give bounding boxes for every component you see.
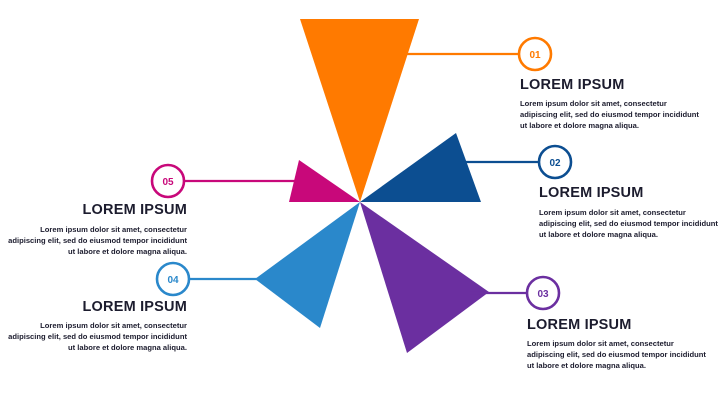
segment-02-number-circle	[537, 144, 573, 180]
segment-04-number-circle	[155, 261, 191, 297]
segment-02: 02	[360, 133, 573, 202]
segment-04: 04	[155, 202, 360, 328]
segment-03: 03	[360, 202, 561, 353]
segment-03-triangle	[360, 202, 489, 353]
segment-01-number-circle	[517, 36, 553, 72]
segment-02-number: 02	[549, 158, 561, 169]
item-04-title: LOREM IPSUM	[82, 299, 187, 315]
segment-04-triangle	[255, 202, 360, 328]
segment-02-triangle	[360, 133, 481, 202]
segment-04-number: 04	[167, 275, 179, 286]
segment-01-triangle	[300, 19, 419, 202]
segment-05-number: 05	[162, 177, 174, 188]
item-04-description: Lorem ipsum dolor sit amet, consectetur …	[8, 321, 187, 352]
item-03-description: Lorem ipsum dolor sit amet, consectetur …	[527, 339, 706, 370]
segment-03-number: 03	[537, 289, 549, 300]
item-01-description: Lorem ipsum dolor sit amet, consectetur …	[520, 99, 699, 130]
item-05-title: LOREM IPSUM	[82, 202, 187, 218]
segment-01: 01	[300, 19, 553, 202]
item-01-title: LOREM IPSUM	[520, 77, 625, 93]
segment-05-triangle	[289, 160, 360, 202]
item-02-title: LOREM IPSUM	[539, 185, 644, 201]
item-05-description: Lorem ipsum dolor sit amet, consectetur …	[8, 225, 187, 256]
segment-05-number-circle	[150, 163, 186, 199]
item-02-description: Lorem ipsum dolor sit amet, consectetur …	[539, 208, 718, 239]
segment-05: 05	[150, 160, 360, 202]
segment-01-number: 01	[529, 50, 541, 61]
segment-03-number-circle	[525, 275, 561, 311]
item-03-title: LOREM IPSUM	[527, 317, 632, 333]
